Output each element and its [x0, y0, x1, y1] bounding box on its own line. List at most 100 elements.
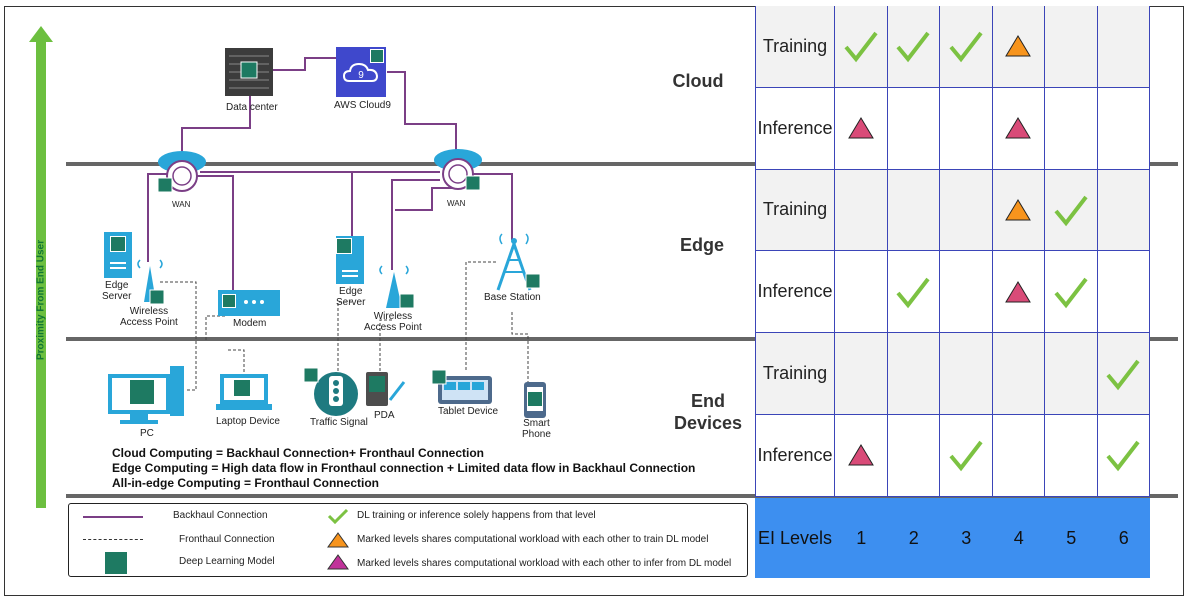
inference-shared-triangle-icon: [847, 443, 875, 467]
ei-level-number: 2: [887, 498, 940, 578]
table-cell: [940, 415, 993, 497]
smart-phone-icon: [524, 382, 546, 418]
table-cell: [940, 6, 993, 88]
table-cell: [887, 415, 940, 497]
deep-learning-model-icon: [370, 49, 384, 63]
check-mark-icon: [1053, 275, 1089, 309]
diagram-frame: [4, 6, 1184, 596]
table-cell: [1097, 169, 1150, 252]
pda-label: PDA: [374, 410, 395, 421]
table-cell: [887, 169, 940, 252]
check-mark-icon: [1105, 357, 1141, 391]
table-row-label: Training: [755, 169, 835, 252]
table-cell: [1045, 169, 1098, 252]
inference-shared-triangle-icon: [847, 116, 875, 140]
edge-server-mid-label: Edge Server: [336, 286, 366, 308]
table-row-label: Training: [755, 333, 835, 415]
table-cell: [940, 169, 993, 252]
table-cell: [992, 169, 1045, 252]
table-cell: [1045, 87, 1098, 170]
level-edge-label: Edge: [679, 235, 724, 255]
aws-cloud9-icon: 9: [336, 47, 386, 97]
data-center-label: Data center: [226, 102, 278, 113]
separator-end-legend: [66, 494, 1178, 498]
legend-fronthaul-label: Fronthaul Connection: [179, 534, 275, 545]
network-connections: [147, 57, 529, 391]
wap-left-label: Wireless Access Point: [120, 306, 178, 328]
edge-server-mid-icon: [336, 236, 364, 284]
wan-left-label: WAN: [172, 200, 191, 209]
wap-mid-label: Wireless Access Point: [364, 311, 422, 333]
wan-right-icon: [434, 149, 482, 191]
data-center-icon: [225, 48, 273, 96]
table-cell: [1045, 333, 1098, 415]
table-cell: [992, 87, 1045, 170]
table-cell: [1097, 415, 1150, 497]
base-station-label: Base Station: [484, 292, 541, 303]
table-cell: [992, 415, 1045, 497]
inference-shared-triangle-icon: [1004, 116, 1032, 140]
table-cell: [1097, 87, 1150, 170]
svg-text:9: 9: [358, 70, 364, 81]
check-mark-icon: [948, 29, 984, 63]
separator-cloud-edge: [66, 162, 1178, 166]
table-cell: [992, 333, 1045, 415]
wan-right-label: WAN: [447, 199, 466, 208]
wap-left-icon: [137, 259, 165, 305]
table-row-label: Inference: [755, 415, 835, 497]
table-cell: [992, 251, 1045, 334]
table-row-label: Inference: [755, 251, 835, 334]
traffic-signal-icon: [303, 367, 358, 416]
legend-backhaul-line: [83, 516, 143, 518]
table-cell: [940, 333, 993, 415]
pc-label: PC: [140, 428, 154, 439]
check-mark-icon: [948, 438, 984, 472]
equations: Cloud Computing = Backhaul Connection+ F…: [112, 446, 695, 491]
training-shared-triangle-icon: [1004, 198, 1032, 222]
check-mark-icon: [1105, 438, 1141, 472]
pc-icon: [108, 366, 184, 424]
check-mark-icon: [1053, 193, 1089, 227]
table-cell: [887, 251, 940, 334]
table-cell: [887, 87, 940, 170]
legend-orange-triangle-icon: [327, 532, 349, 548]
legend-check-label: DL training or inference solely happens …: [357, 510, 596, 521]
equation-edge: Edge Computing = High data flow in Front…: [112, 461, 696, 475]
check-mark-icon: [895, 29, 931, 63]
equation-all-in-edge: All-in-edge Computing = Fronthaul Connec…: [112, 476, 379, 490]
laptop-label: Laptop Device: [216, 416, 280, 427]
modem-icon: [218, 290, 280, 316]
table-cell: [835, 169, 888, 252]
table-cell: [1045, 6, 1098, 88]
laptop-icon: [216, 374, 272, 410]
table-cell: [835, 87, 888, 170]
equation-cloud: Cloud Computing = Backhaul Connection+ F…: [112, 446, 484, 460]
base-station-icon: [496, 233, 541, 291]
ei-level-number: 6: [1097, 498, 1150, 578]
legend-fronthaul-line: [83, 539, 143, 540]
level-cloud-label: Cloud: [672, 71, 724, 91]
table-cell: [1097, 333, 1150, 415]
table-cell: [887, 6, 940, 88]
legend-pink-label: Marked levels shares computational workl…: [357, 558, 732, 569]
aws-cloud9-label: AWS Cloud9: [334, 100, 391, 111]
legend-model-label: Deep Learning Model: [179, 556, 275, 567]
inference-shared-triangle-icon: [1004, 280, 1032, 304]
table-cell: [1097, 251, 1150, 334]
ei-level-number: 3: [940, 498, 993, 578]
table-cell: [835, 333, 888, 415]
ei-level-number: 5: [1045, 498, 1098, 578]
wap-mid-icon: [379, 265, 415, 309]
tablet-label: Tablet Device: [438, 406, 499, 417]
level-end-devices-label: End Devices: [673, 391, 743, 433]
edge-server-left-label: Edge Server: [102, 280, 132, 302]
proximity-arrow: [29, 26, 53, 508]
legend-model-icon: [105, 552, 127, 574]
table-row-label: Training: [755, 6, 835, 88]
table-cell: [940, 87, 993, 170]
smart-phone-label: Smart Phone: [522, 418, 551, 440]
pda-icon: [366, 372, 406, 406]
ei-level-number: 4: [992, 498, 1045, 578]
legend-check-icon: [327, 508, 349, 524]
